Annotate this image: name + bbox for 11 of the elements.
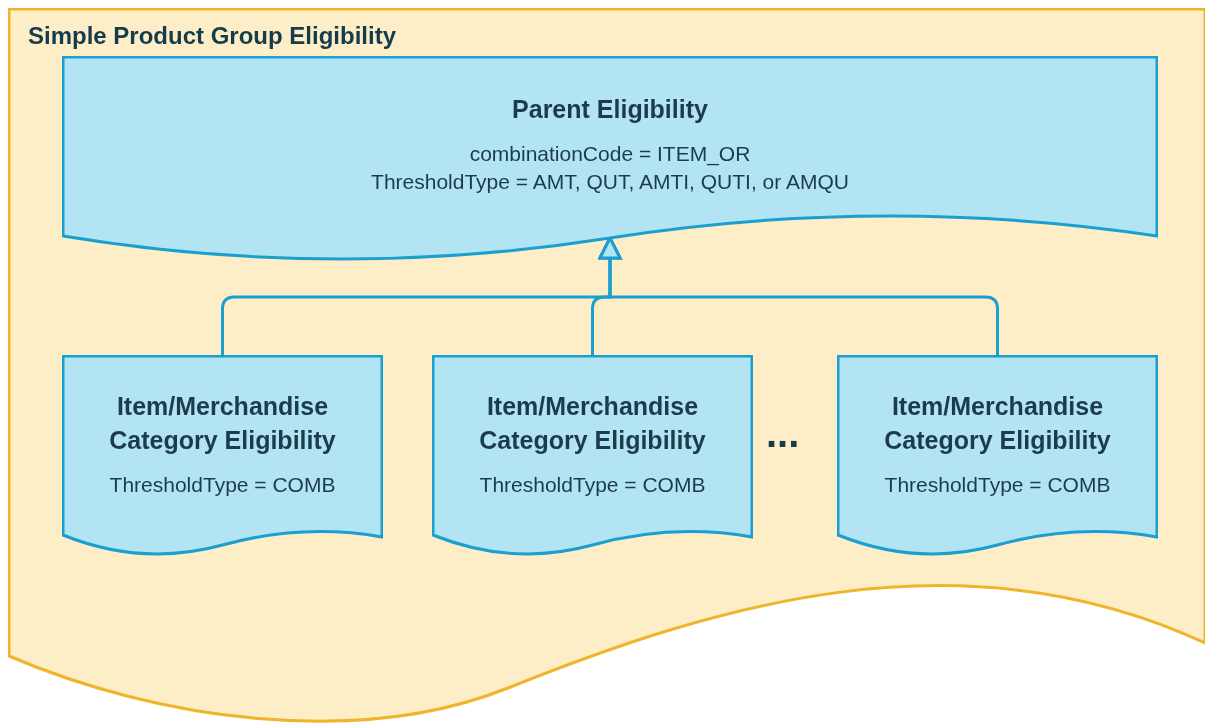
group-heading: Simple Product Group Eligibility [28, 21, 397, 51]
node-detail: ThresholdType = AMT, QUT, AMTI, QUTI, or AMQU [371, 169, 849, 195]
node-heading: Parent Eligibility [512, 94, 708, 125]
node-detail: combinationCode = ITEM_OR [469, 141, 751, 168]
node-detail: ThresholdType = COMB [479, 472, 706, 498]
node-detail: ThresholdType = COMB [884, 472, 1111, 498]
node-detail: ThresholdType = COMB [109, 472, 336, 498]
node-heading: Item/Merchandise Category Eligibility [108, 391, 337, 456]
ellipsis: ... [766, 413, 800, 453]
node-heading: Item/Merchandise Category Eligibility [883, 391, 1112, 456]
node-heading: Item/Merchandise Category Eligibility [478, 391, 707, 456]
